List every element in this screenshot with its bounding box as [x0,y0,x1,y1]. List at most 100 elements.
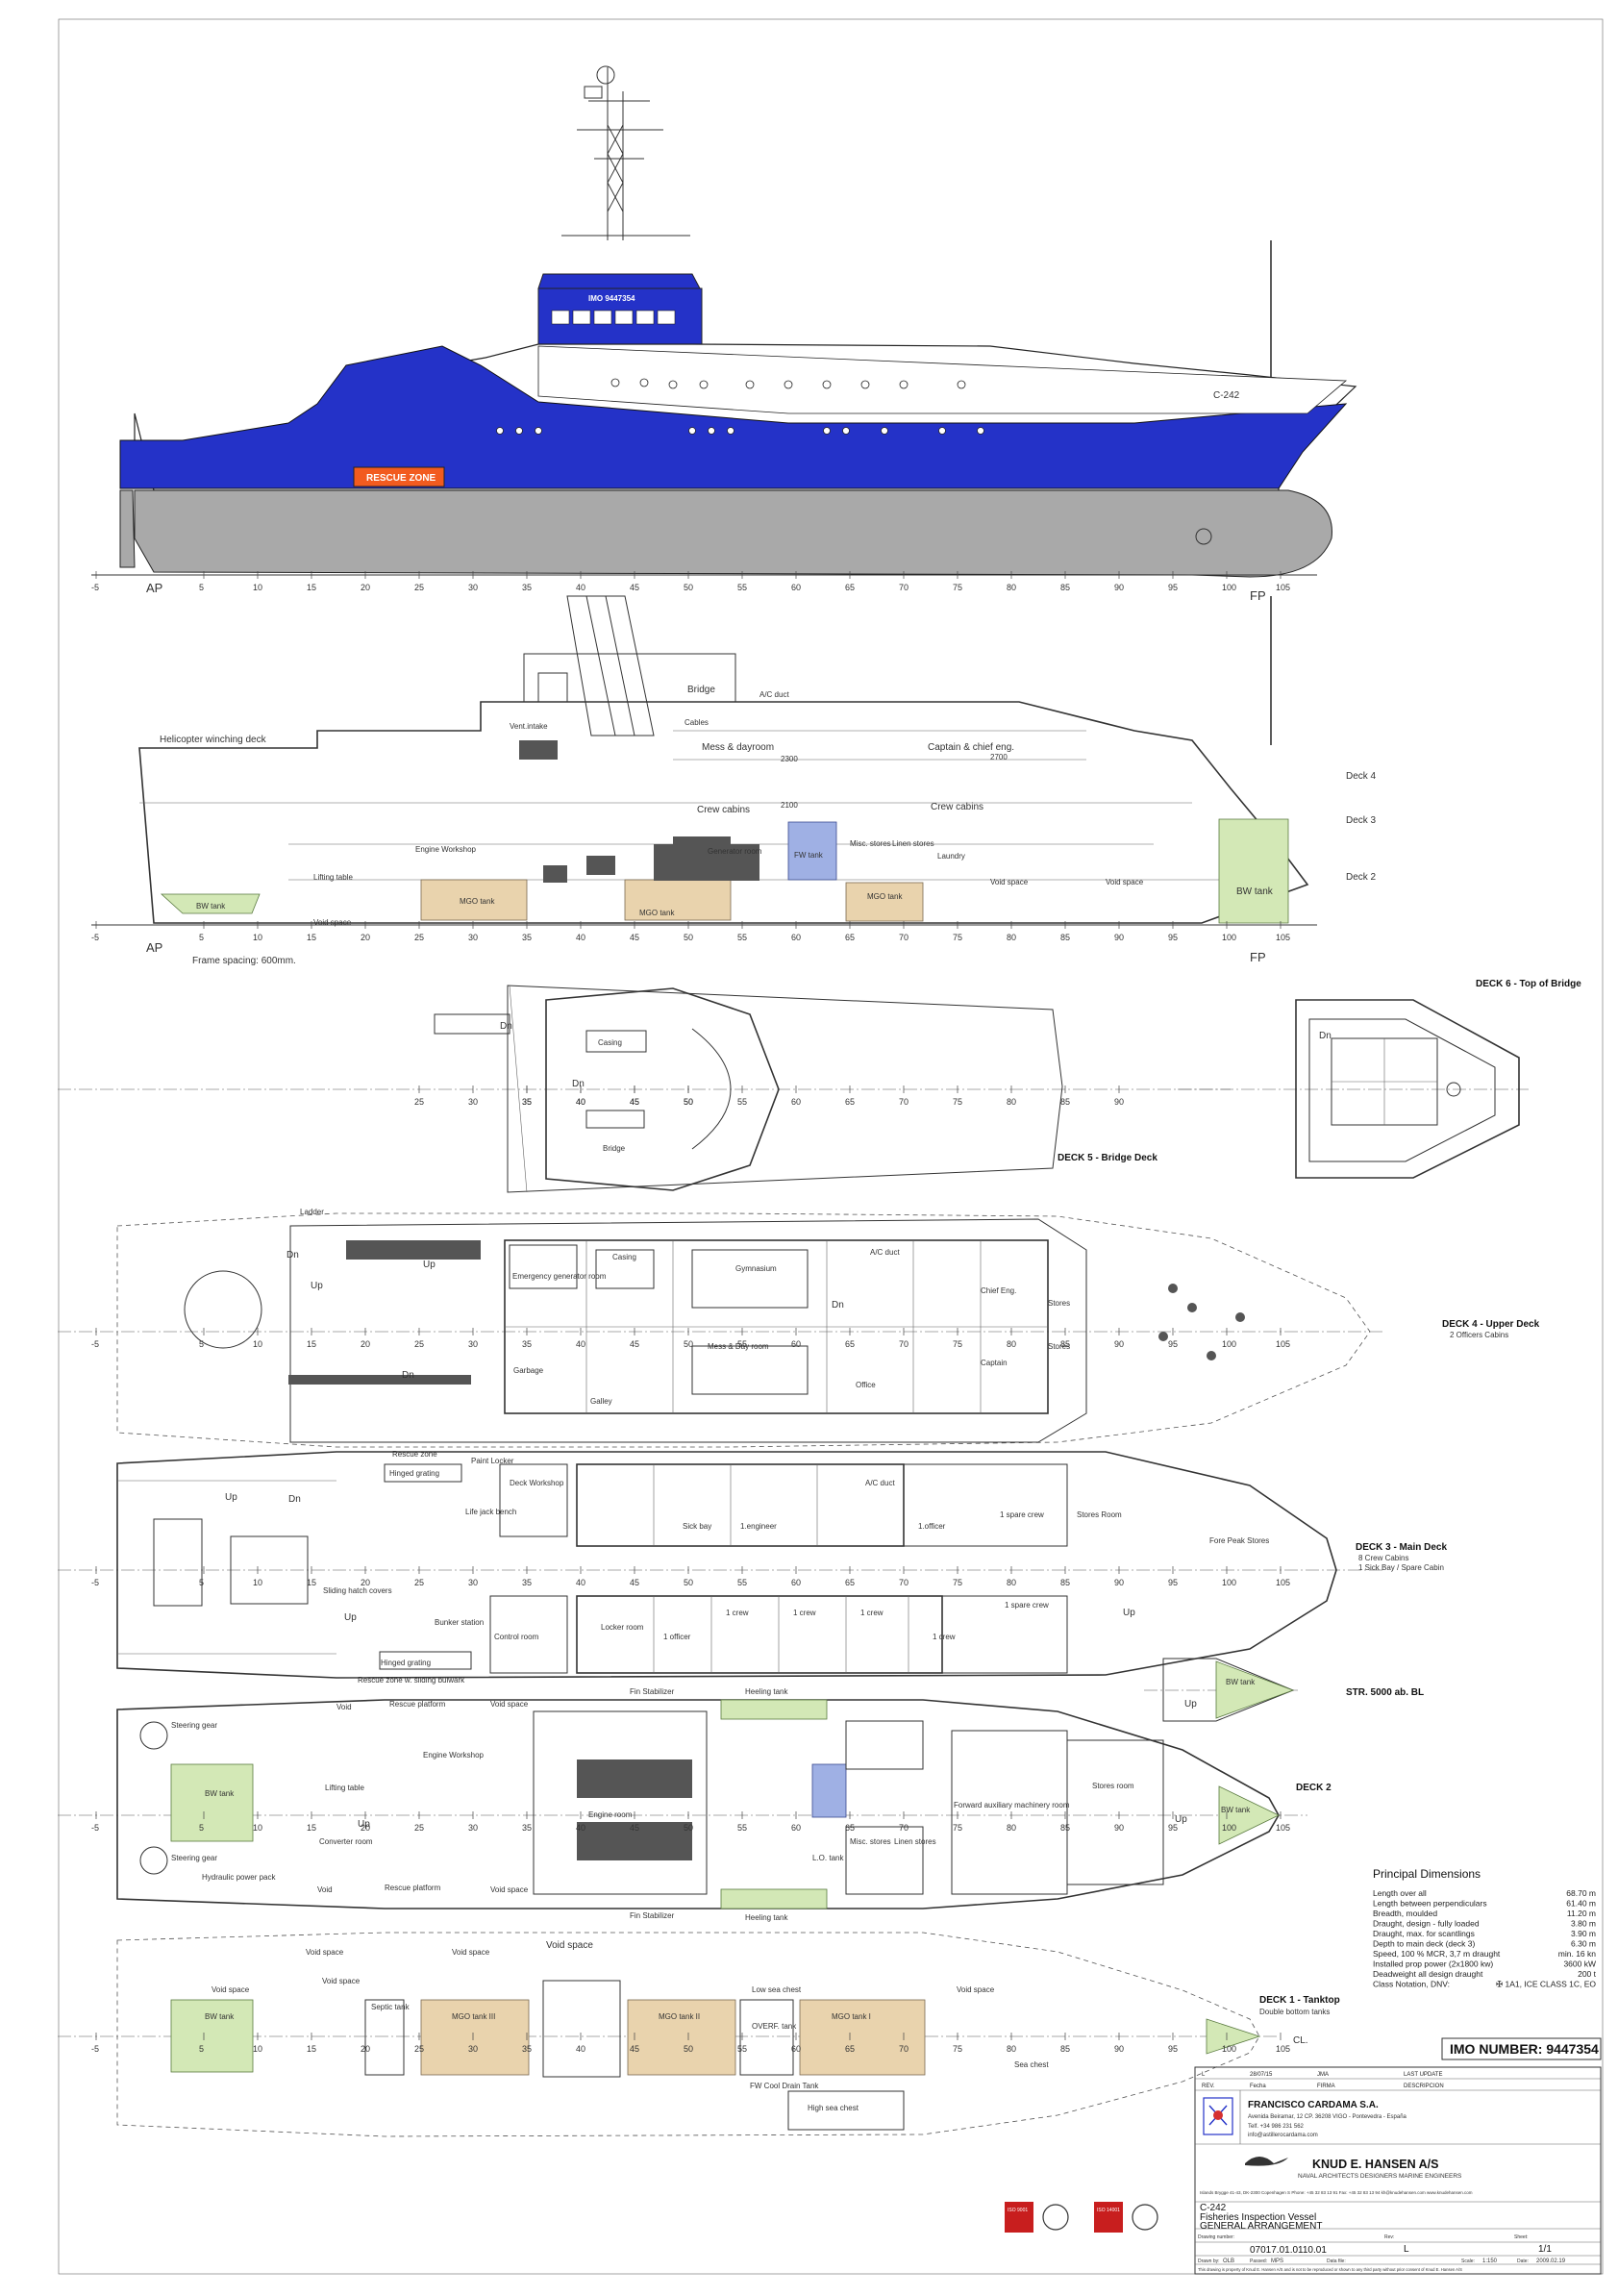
pd-row-value: 3600 kW [1563,1959,1596,1969]
frame-tick-label: 40 [576,933,585,942]
d3-up-3: Up [1123,1608,1135,1618]
d2-converter-room: Converter room [319,1837,373,1846]
frame-tick-label: -5 [91,2044,99,2054]
frame-tick-label: 65 [845,1097,855,1107]
frame-tick-label: 10 [253,1339,262,1349]
frame-tick-label: 65 [845,1823,855,1833]
d1-void-5: Void space [322,1977,361,1985]
d1-sea-chest: Sea chest [1014,2060,1049,2069]
frame-tick-label: 20 [361,1578,370,1587]
d3-rescue-zone-bottom: Rescue zone w. sliding bulwark [358,1676,465,1685]
cert-1-label: ISO 9001 [1008,2208,1028,2213]
d1-low-sea-chest: Low sea chest [752,1985,802,1994]
str5000-title: STR. 5000 ab. BL [1346,1687,1424,1698]
bridge-top-stripe [537,273,701,289]
pd-title: Principal Dimensions [1373,1867,1481,1881]
frame-tick-label: 10 [253,933,262,942]
label-dim-3: 2100 [781,801,798,810]
deck-4-plan [58,1212,1384,1448]
drawn-label: Drawn by: [1198,2259,1220,2264]
d2-engine-room: Engine room [588,1810,633,1819]
hull-underwater [134,489,1332,578]
rudder [119,489,136,568]
d4-stores-1: Stores [1048,1299,1070,1308]
frame-tick-label: 5 [199,1578,204,1587]
pd-row-value: 68.70 m [1566,1888,1596,1898]
deck2-title: DECK 2 [1296,1783,1332,1793]
imo-number: IMO NUMBER: 9447354 [1450,2041,1599,2057]
d2-bw-aft [170,1763,254,1842]
frame-tick-label: 75 [953,1823,962,1833]
main-mast [561,65,690,240]
d1-bw-fwd [1206,2018,1261,2055]
rev-row-cell: 28/07/15 [1250,2072,1273,2078]
frame-tick-label: 70 [899,583,909,592]
frame-tick-label: 40 [576,1578,585,1587]
frame-tick-label: 50 [684,1097,693,1107]
d1-overflow: OVERF. tank [752,2022,797,2031]
d1-mgo-1-label: MGO tank I [832,2012,871,2021]
pd-row-value: 200 t [1578,1969,1597,1979]
d3-control-room: Control room [494,1633,539,1641]
label-fw-tank: FW tank [794,851,824,860]
label-crew-cabins-2: Crew cabins [931,802,983,812]
frame-tick-label: 100 [1222,1823,1236,1833]
frame-tick-label: -5 [91,1823,99,1833]
frame-tick-label: 20 [361,583,370,592]
rev-row-cell: JMA [1317,2072,1329,2078]
frame-tick-label: 105 [1276,583,1290,592]
d1-void-1: Void space [306,1948,344,1957]
d3-stores-room: Stores Room [1077,1510,1122,1519]
frame-tick-label: 30 [468,933,478,942]
d3-locker-room: Locker room [601,1623,644,1632]
certification-badges: ISO 9001 ISO 14001 [1005,2202,1158,2233]
d4-dn-3: Dn [832,1300,844,1310]
frame-tick-label: 70 [899,933,909,942]
copyright-note: This drawing is property of Knud E. Hans… [1198,2267,1462,2272]
frame-tick-label: 15 [307,1823,316,1833]
label-engine-workshop: Engine Workshop [415,845,477,854]
d2-steering-2: Steering gear [171,1854,217,1862]
frame-tick-label: 5 [199,1823,204,1833]
frame-tick-label: 90 [1114,1097,1124,1107]
deck-1-labels: Void space Void space Void space Void sp… [205,1940,1340,2112]
frame-tick-label: -5 [91,933,99,942]
rev-header-cell: REV. [1202,2084,1215,2089]
frame-tick-label: 90 [1114,1578,1124,1587]
rev-header-cell: Fecha [1250,2084,1266,2089]
label-dim-1: 2300 [781,755,798,763]
fp-marker-2: FP [1250,950,1266,964]
deck4-title: DECK 4 - Upper Deck [1442,1319,1540,1330]
bw-tank-fwd-profile [1218,818,1289,924]
d2-lo-tank: L.O. tank [812,1854,844,1862]
fp-marker: FP [1250,588,1266,603]
rev-label: Rev: [1384,2234,1394,2240]
cert-2-label: ISO 14001 [1097,2208,1120,2213]
frame-tick-label: 105 [1276,1823,1290,1833]
frame-tick-label: 85 [1060,1578,1070,1587]
d4-mess-day: Mess & Day room [708,1342,769,1351]
frame-tick-label: 55 [737,1097,747,1107]
str5000-bw-tank: BW tank [1226,1678,1256,1686]
label-generator-room: Generator room [708,847,762,856]
frame-tick-label: 35 [522,583,532,592]
frame-tick-label: 45 [630,1578,639,1587]
d4-ac-duct: A/C duct [870,1248,900,1257]
d1-bw-label: BW tank [205,2012,235,2021]
d3-dn-1: Dn [288,1494,301,1505]
frame-tick-label: 65 [845,933,855,942]
frame-tick-label: 90 [1114,1823,1124,1833]
d3-crew-3: 1 crew [860,1609,884,1617]
d2-void-1: Void [336,1703,352,1711]
frame-tick-label: 20 [361,1339,370,1349]
deck-3-plan [58,1451,1384,1679]
frame-tick-label: 85 [1060,2044,1070,2054]
frame-tick-label: 60 [791,1097,801,1107]
frame-tick-label: 40 [576,583,585,592]
label-linen-stores: Linen stores [892,839,934,848]
frame-tick-label: 40 [576,1339,585,1349]
pd-row-label: Draught, design - fully loaded [1373,1919,1480,1929]
